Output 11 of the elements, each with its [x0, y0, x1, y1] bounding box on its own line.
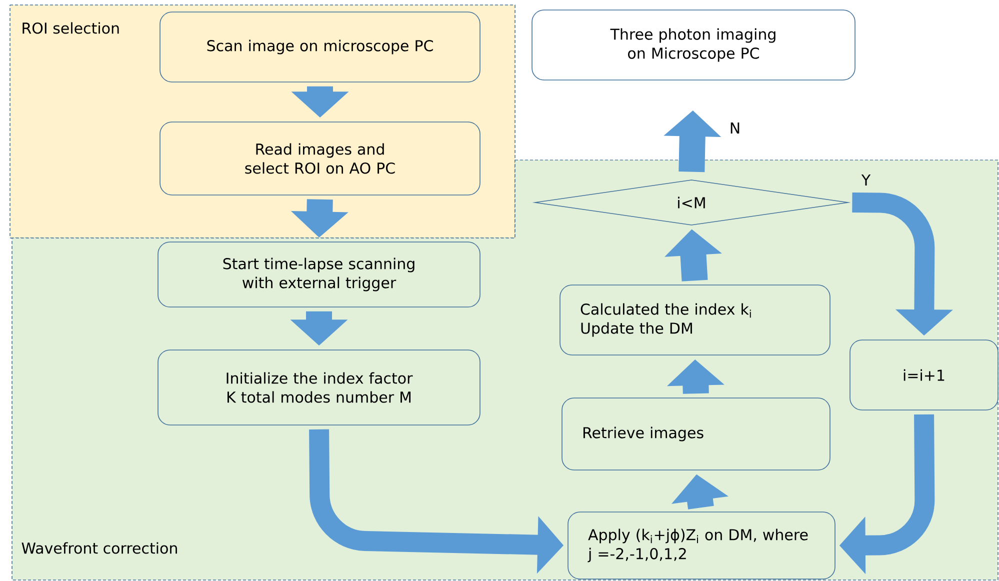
process-box: Scan image on microscope PC — [160, 12, 480, 82]
process-box: Read images and select ROI on AO PC — [160, 122, 480, 196]
process-box: Apply (k$_{i}$+jϕ)Z$_{i}$ on DM, where j =-2,-1,0,1,2 — [568, 512, 836, 580]
edge-label: Y — [861, 174, 871, 186]
process-box: Initialize the index factor K total modes number M — [158, 350, 480, 426]
edge-label: N — [730, 122, 740, 134]
process-box: Start time-lapse scanning with external trigger — [158, 242, 480, 308]
process-box: Calculated the index k$_{i}$ Update the DM — [560, 284, 830, 356]
process-box: i=i+1 — [850, 340, 998, 410]
process-box: Retrieve images — [562, 398, 830, 470]
process-box: Three photon imaging on Microscope PC — [532, 10, 856, 80]
